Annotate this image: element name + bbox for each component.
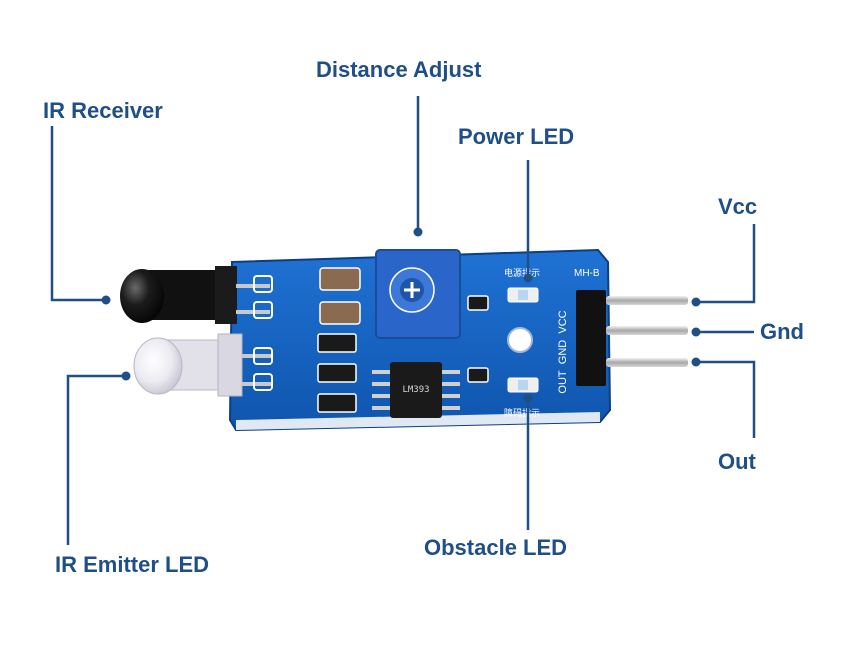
power-led: 电源指示 (504, 267, 540, 303)
label-gnd: Gnd (760, 319, 804, 344)
callout-dots (101, 227, 701, 403)
callout-line-ir-receiver (50, 126, 106, 302)
ir-receiver-component (120, 266, 270, 324)
label-ir-receiver: IR Receiver (43, 98, 163, 123)
ir-emitter-component (133, 333, 272, 397)
callout-line-out (698, 360, 756, 438)
callout-line-ir-emitter (66, 374, 126, 545)
label-ir-emitter-led: IR Emitter LED (55, 552, 210, 577)
label-obstacle-led: Obstacle LED (424, 535, 568, 560)
potentiometer (375, 249, 461, 339)
pin-label-vcc: VCC (557, 310, 569, 333)
header-pins (576, 290, 688, 386)
label-out: Out (718, 449, 756, 474)
obstacle-led: 障碍指示 (504, 377, 540, 418)
model-silk-label: MH-B (574, 268, 600, 279)
label-distance-adjust: Distance Adjust (316, 57, 482, 82)
pin-label-out: OUT (557, 370, 569, 394)
smd-components (317, 267, 489, 413)
callout-line-vcc (698, 224, 756, 304)
label-power-led: Power LED (458, 124, 575, 149)
pin-silk-labels: VCC GND OUT (557, 310, 569, 393)
label-vcc: Vcc (718, 194, 758, 219)
callout-lines (50, 96, 756, 545)
chip-marking: LM393 (402, 385, 429, 395)
mounting-hole (507, 327, 533, 353)
sensor-solder-pads (253, 275, 273, 391)
obstacle-silk-label: 障碍指示 (504, 407, 540, 418)
comparator-chip: LM393 (372, 362, 460, 418)
pin-label-gnd: GND (557, 340, 569, 365)
power-silk-label: 电源指示 (504, 267, 540, 278)
